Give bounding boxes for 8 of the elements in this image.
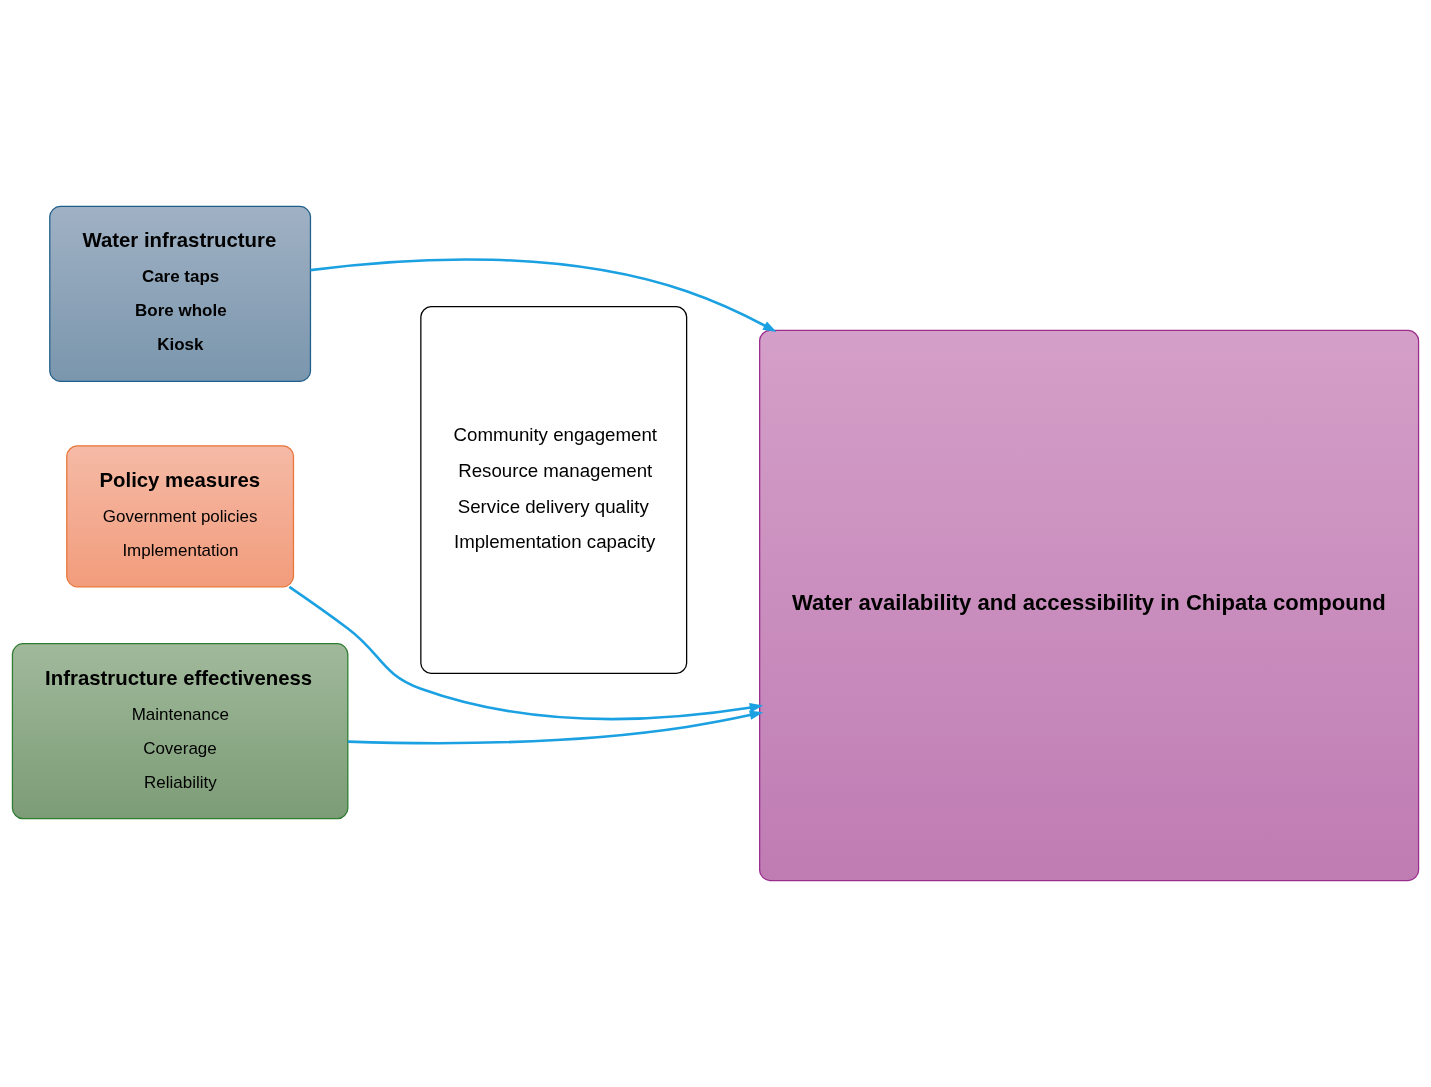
node-box: Water availability and accessibility in Chipata compound — [759, 329, 1420, 882]
arrow — [288, 585, 764, 721]
node-box: Community engagement Resource management Service delivery quality Implementation capacity — [420, 305, 688, 675]
node-box: Water infrastructure Care taps Bore whole Kiosk — [49, 205, 312, 382]
node-box: Infrastructure effectiveness Maintenance Coverage Reliability — [11, 643, 349, 820]
arrow — [347, 710, 764, 745]
node-box: Policy measures Government policies Implementation — [66, 445, 295, 588]
arrow — [310, 258, 777, 333]
